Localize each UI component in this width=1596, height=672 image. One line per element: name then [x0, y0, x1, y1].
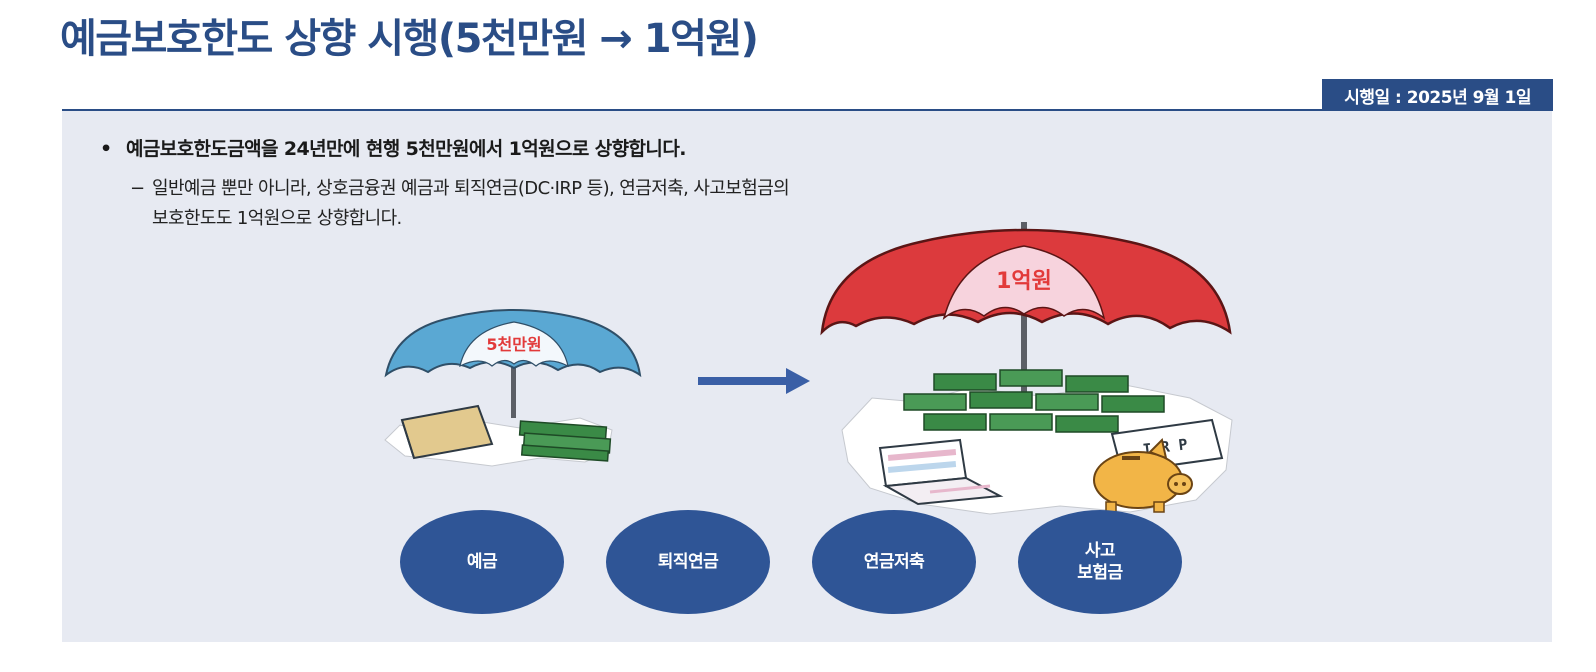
increase-arrow-icon — [698, 368, 810, 394]
category-accident-insurance: 사고 보험금 — [1018, 510, 1182, 614]
old-umbrella-label: 5천만원 — [486, 335, 541, 354]
effective-date-text: 시행일 : 2025년 9월 1일 — [1344, 87, 1531, 108]
category-accident-insurance-line-1: 사고 — [1084, 541, 1116, 561]
piggy-bank-icon — [1093, 438, 1193, 513]
old-umbrella-scene: 5천만원 — [384, 309, 642, 467]
passbook-icon — [878, 438, 1004, 506]
sub-point-line-2: 보호한도도 1억원으로 상향합니다. — [152, 208, 402, 229]
category-deposit: 예금 — [400, 510, 564, 614]
sub-point: −일반예금 뿐만 아니라, 상호금융권 예금과 퇴직연금(DC·IRP 등), … — [130, 174, 790, 234]
main-bullet-text: 예금보호한도금액을 24년만에 현행 5천만원에서 1억원으로 상향합니다. — [126, 138, 686, 160]
page-title: 예금보호한도 상향 시행(5천만원 → 1억원) — [60, 16, 759, 62]
new-cash-stack-icon — [903, 369, 1165, 433]
category-accident-insurance-line-2: 보험금 — [1077, 563, 1123, 583]
content-panel — [62, 111, 1552, 642]
effective-date-badge: 시행일 : 2025년 9월 1일 — [1322, 79, 1553, 111]
new-umbrella-label: 1억원 — [996, 269, 1052, 294]
category-retirement-pension-label: 퇴직연금 — [657, 552, 719, 572]
bankbook-icon — [400, 404, 494, 460]
category-pension-savings-label: 연금저축 — [863, 552, 925, 572]
bullet-marker: • — [100, 138, 112, 160]
category-retirement-pension: 퇴직연금 — [606, 510, 770, 614]
new-umbrella-scene: 1억원 I R P — [820, 222, 1233, 515]
old-umbrella-center-panel — [459, 321, 569, 368]
main-bullet: • 예금보호한도금액을 24년만에 현행 5천만원에서 1억원으로 상향합니다. — [100, 134, 686, 161]
sub-point-line-1: 일반예금 뿐만 아니라, 상호금융권 예금과 퇴직연금(DC·IRP 등), 연… — [152, 178, 790, 199]
dash-marker: − — [130, 178, 145, 199]
category-deposit-label: 예금 — [466, 552, 498, 572]
new-umbrella-center-panel — [942, 245, 1106, 321]
category-pension-savings: 연금저축 — [812, 510, 976, 614]
header-divider — [62, 109, 1552, 111]
old-cash-stack-icon — [518, 420, 612, 462]
